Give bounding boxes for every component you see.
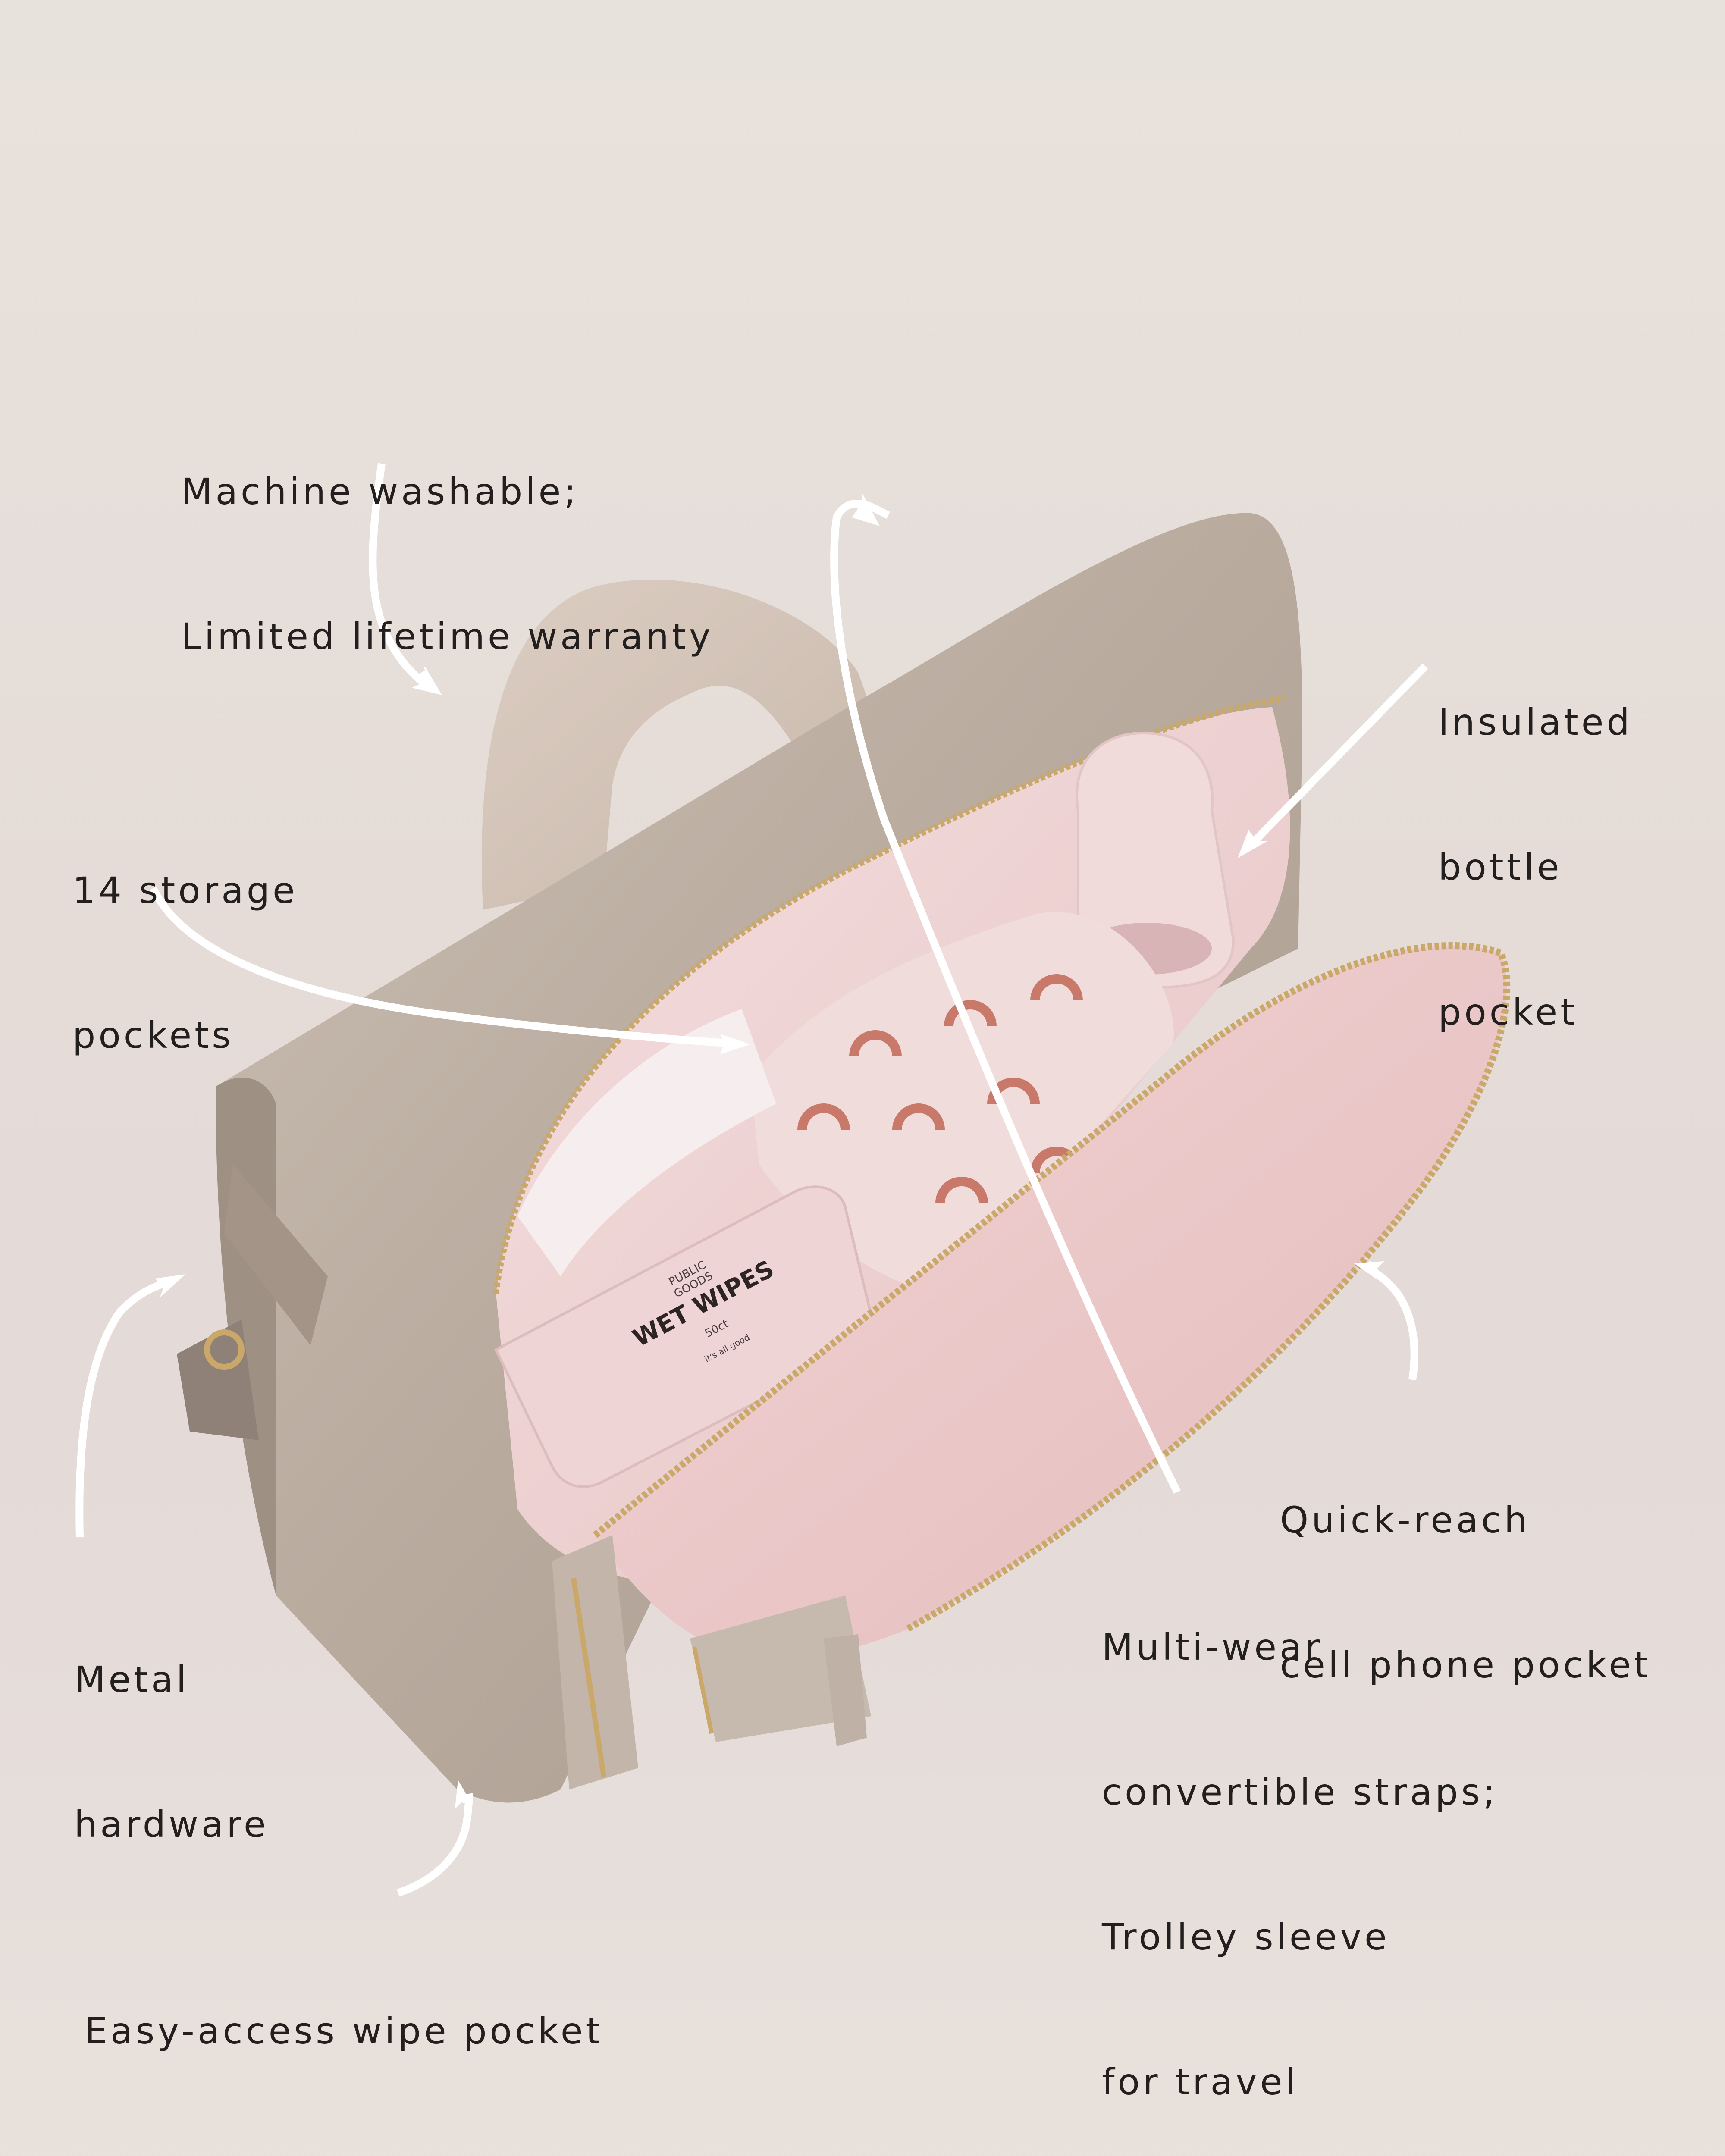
callout-storage-pockets: 14 storage pockets xyxy=(72,770,298,1156)
callout-wipe-pocket: Easy-access wipe pocket xyxy=(85,1910,603,2152)
callout-insulated-bottle-pocket: Insulated bottle pocket xyxy=(1438,602,1633,1133)
arrow-machine-washable xyxy=(369,463,442,695)
callout-quick-reach-line2: cell phone pocket xyxy=(1280,1644,1651,1686)
callout-quick-reach-line1: Quick-reach xyxy=(1280,1499,1531,1541)
bag-bottom-pockets xyxy=(552,1535,871,1789)
callout-multi-wear-line2: convertible straps; xyxy=(1102,1771,1499,1813)
callout-insulated-line3: pocket xyxy=(1438,991,1578,1033)
arrow-storage-pockets xyxy=(149,887,750,1054)
callout-quick-reach-phone-pocket: Quick-reach cell phone pocket xyxy=(1280,1399,1651,1786)
bag-handle xyxy=(482,580,880,910)
callout-storage-line2: pockets xyxy=(72,1014,234,1056)
arrow-insulated-bottle-pocket xyxy=(1238,663,1428,858)
callout-metal-hardware: Metal hardware xyxy=(74,1559,269,1945)
callout-machine-washable: Machine washable; Limited lifetime warra… xyxy=(181,371,713,757)
arrow-metal-hardware xyxy=(75,1274,185,1538)
callout-metal-line2: hardware xyxy=(74,1803,269,1846)
bag-front-flap xyxy=(593,942,1511,1659)
diapers xyxy=(518,1009,776,1276)
callout-storage-line1: 14 storage xyxy=(72,869,298,912)
wet-wipes-package: PUBLIC GOODS WET WIPES 50ct it's all goo… xyxy=(494,1185,874,1488)
callout-machine-washable-line1: Machine washable; xyxy=(181,470,579,513)
arrow-quick-reach-phone-pocket xyxy=(1354,1260,1418,1381)
callout-multi-wear-line1: Multi-wear xyxy=(1102,1626,1323,1668)
callout-multi-wear-line3: Trolley sleeve xyxy=(1102,1916,1390,1958)
callout-insulated-line2: bottle xyxy=(1438,846,1562,888)
callout-machine-washable-line2: Limited lifetime warranty xyxy=(181,615,714,658)
arrow-wipe-pocket xyxy=(397,1780,473,1897)
callout-multi-wear-straps: Multi-wear convertible straps; Trolley s… xyxy=(1102,1526,1498,2156)
arrow-multi-wear-straps xyxy=(830,494,1181,1494)
callout-wipe-pocket-line1: Easy-access wipe pocket xyxy=(85,2010,603,2052)
callout-insulated-line1: Insulated xyxy=(1438,701,1633,743)
callout-multi-wear-line4: for travel xyxy=(1102,2061,1298,2103)
callout-metal-line1: Metal xyxy=(74,1658,189,1701)
